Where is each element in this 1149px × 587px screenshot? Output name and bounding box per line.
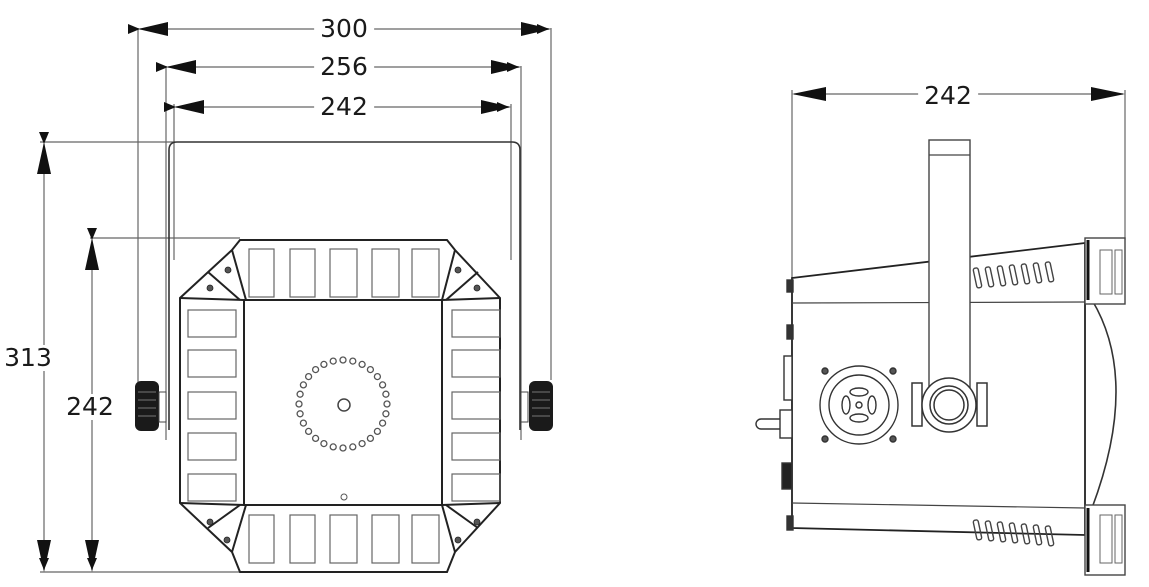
bottom-hole [340, 493, 348, 501]
side-body [791, 139, 1126, 576]
vent-panels [187, 248, 501, 564]
dim-overall-width: 300 [314, 16, 374, 42]
yoke-bracket [168, 141, 521, 430]
fan-grille [819, 365, 899, 445]
dim-overall-height: 313 [0, 345, 58, 371]
knob-left [135, 381, 167, 431]
pivot-knob [911, 377, 988, 433]
knob-right [520, 381, 553, 431]
rear-connector [755, 279, 794, 531]
corner-screws [206, 266, 481, 544]
dim-body-width: 242 [314, 94, 374, 120]
dim-body-height: 242 [60, 394, 120, 420]
vent-slots [972, 261, 1055, 547]
arrowheads [37, 22, 551, 572]
dim-bracket-width: 256 [314, 54, 374, 80]
center-lens [337, 398, 351, 412]
led-ring [295, 356, 391, 452]
dim-side-depth: 242 [918, 83, 978, 109]
front-body [179, 239, 501, 573]
